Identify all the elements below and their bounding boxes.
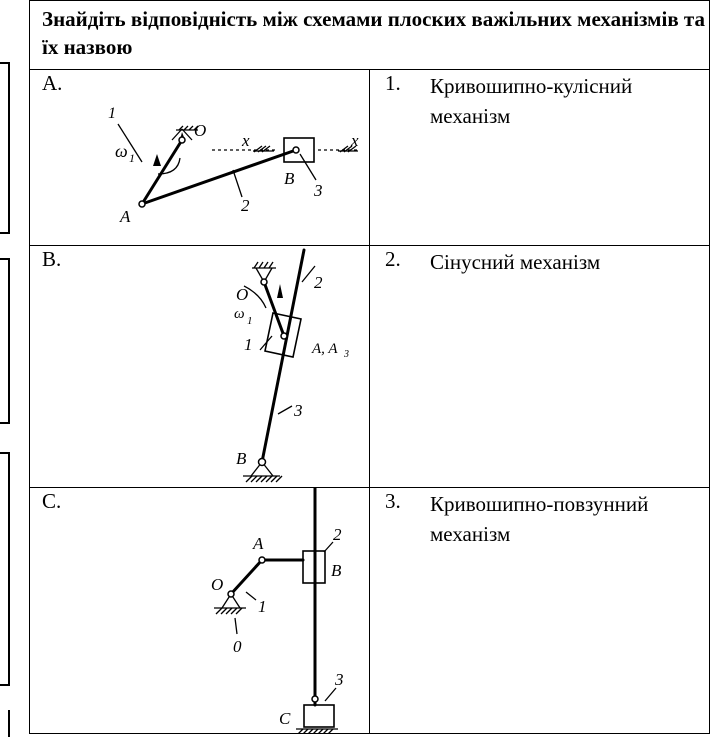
label-link-1: 1 <box>108 105 116 122</box>
rocker-mechanism-diagram: O ω 1 2 1 A, A 3 3 B <box>234 248 349 483</box>
label-joint-o: O <box>211 575 223 594</box>
mechanism-name: Кривошипно-повзунний механізм <box>430 492 649 546</box>
label-axis-x: x <box>350 131 359 150</box>
table-row: B. <box>29 245 710 488</box>
label-joint-o: O <box>236 285 248 304</box>
page-edge-line <box>8 452 10 684</box>
page-edge-line <box>8 62 10 232</box>
scheme-letter: B. <box>42 247 62 271</box>
page-edge-line <box>0 452 10 454</box>
label-link-1: 1 <box>258 597 267 616</box>
label-omega-sub: 1 <box>247 315 253 327</box>
scheme-cell-a: A. <box>29 69 370 246</box>
page-edge-line <box>0 62 10 64</box>
label-joint-a: A <box>252 534 264 553</box>
mechanism-name: Кривошипно-кулісний механізм <box>430 74 633 128</box>
scheme-letter: A. <box>42 71 63 95</box>
label-joint-o: O <box>194 121 206 140</box>
table-row: A. <box>29 69 710 246</box>
name-cell-3: 3. Кривошипно-повзунний механізм <box>369 487 710 734</box>
page-edge-line <box>8 710 10 737</box>
name-cell-1: 1. Кривошипно-кулісний механізм <box>369 69 710 246</box>
label-joint-b: B <box>284 169 295 188</box>
page-edge-line <box>8 258 10 422</box>
label-joint-b: B <box>236 449 247 468</box>
label-link-3: 3 <box>293 401 303 420</box>
scheme-cell-c: C. <box>29 487 370 734</box>
label-link-2: 2 <box>314 273 323 292</box>
name-cell-2: 2. Сінусний механізм <box>369 245 710 488</box>
label-joint-a-sub: 3 <box>343 349 349 360</box>
scheme-letter: C. <box>42 489 62 513</box>
label-link-3: 3 <box>334 670 344 689</box>
label-link-3: 3 <box>313 181 323 200</box>
page-edge-line <box>0 422 10 424</box>
label-joint-a: A, A <box>311 341 338 357</box>
crank-slider-diagram: 1 ω 1 O x x A 2 B 3 <box>108 105 360 226</box>
matching-task: Знайдіть відповідність між схемами плоск… <box>29 0 710 737</box>
sine-mechanism-diagram: A O 1 0 2 B 3 C <box>211 488 344 734</box>
label-omega: ω <box>115 141 128 161</box>
label-joint-b: B <box>331 561 342 580</box>
table-row: C. <box>29 487 710 734</box>
label-link-0: 0 <box>233 637 242 656</box>
label-link-2: 2 <box>241 196 250 215</box>
page-edge-line <box>0 258 10 260</box>
matching-table: Знайдіть відповідність між схемами плоск… <box>29 0 710 734</box>
name-number: 2. <box>385 247 401 271</box>
label-omega: ω <box>234 306 245 322</box>
label-axis-x: x <box>241 131 250 150</box>
task-title: Знайдіть відповідність між схемами плоск… <box>29 0 710 70</box>
label-joint-a: A <box>119 207 131 226</box>
page-edge-line <box>0 684 10 686</box>
mechanism-name: Сінусний механізм <box>430 250 601 274</box>
label-link-2: 2 <box>333 525 342 544</box>
label-link-1: 1 <box>244 335 253 354</box>
scheme-cell-b: B. <box>29 245 370 488</box>
name-number: 3. <box>385 489 401 513</box>
label-joint-c: C <box>279 709 291 728</box>
page-edge-line <box>0 232 10 234</box>
name-number: 1. <box>385 71 401 95</box>
label-omega-sub: 1 <box>129 151 135 165</box>
